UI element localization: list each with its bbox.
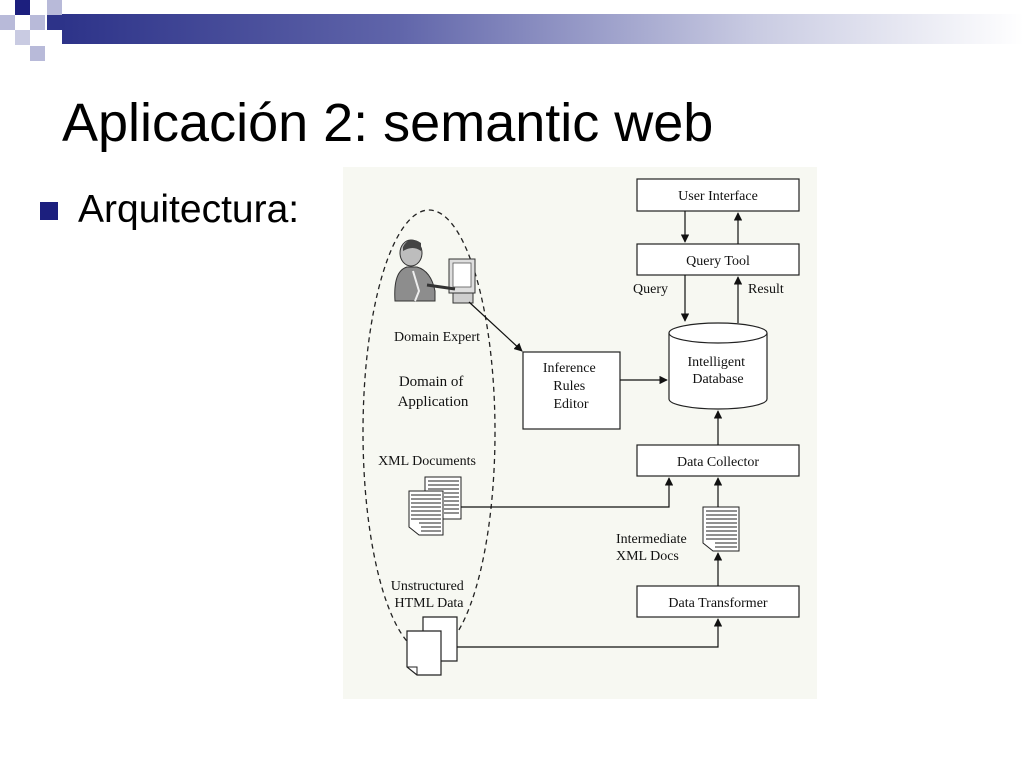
data-transformer-label: Data Transformer [668, 596, 767, 611]
arrow-html-to-transformer [457, 618, 723, 648]
bullet-square-icon [40, 202, 58, 220]
xml-documents-stack-icon [408, 476, 462, 536]
result-label: Result [748, 282, 784, 297]
intermediate-line-2: XML Docs [616, 549, 679, 564]
domain-of-application-line-1: Domain of [399, 374, 464, 390]
inference-rules-editor-label: Inference Rules Editor [543, 361, 599, 412]
user-interface-box [636, 178, 800, 212]
bullet-text: Arquitectura: [78, 188, 300, 231]
database-line-2: Database [692, 372, 743, 387]
slide-title: Aplicación 2: semantic web [62, 93, 714, 153]
inference-line-1: Inference [543, 361, 596, 376]
domain-of-application-line-2: Application [398, 394, 469, 410]
title-gradient-bar [62, 14, 1024, 44]
query-tool-box [636, 243, 800, 276]
html-documents-icon [406, 616, 458, 676]
data-collector-label: Data Collector [677, 455, 759, 470]
data-collector-box [636, 444, 800, 477]
domain-of-application-label: Domain of Application [398, 374, 469, 410]
query-tool-label: Query Tool [686, 254, 750, 269]
xml-documents-label: XML Documents [378, 454, 476, 469]
domain-expert-label: Domain Expert [394, 330, 480, 345]
user-interface-label: User Interface [678, 189, 758, 204]
inference-line-3: Editor [554, 397, 589, 412]
arrow-expert-to-editor [468, 301, 523, 352]
unstructured-html-data-label: Unstructured HTML Data [391, 579, 468, 611]
database-line-1: Intelligent [687, 355, 745, 370]
corner-squares-decoration [0, 0, 62, 61]
unstructured-html-line-1: Unstructured [391, 579, 464, 594]
intermediate-xml-docs-stack-icon [702, 506, 740, 552]
query-label: Query [633, 282, 668, 297]
inference-rules-editor-box [522, 351, 621, 430]
architecture-diagram: Domain Expert Domain of Application XML … [343, 167, 817, 699]
inference-line-2: Rules [553, 379, 585, 394]
intelligent-database-cylinder [668, 322, 768, 410]
unstructured-html-line-2: HTML Data [394, 596, 464, 611]
intelligent-database-label: Intelligent Database [687, 355, 748, 387]
domain-expert-person-icon [394, 239, 476, 304]
intermediate-xml-docs-label: Intermediate XML Docs [616, 532, 690, 564]
arrow-xml-documents-to-collector [461, 477, 674, 508]
intermediate-line-1: Intermediate [616, 532, 687, 547]
data-transformer-box [636, 585, 800, 618]
